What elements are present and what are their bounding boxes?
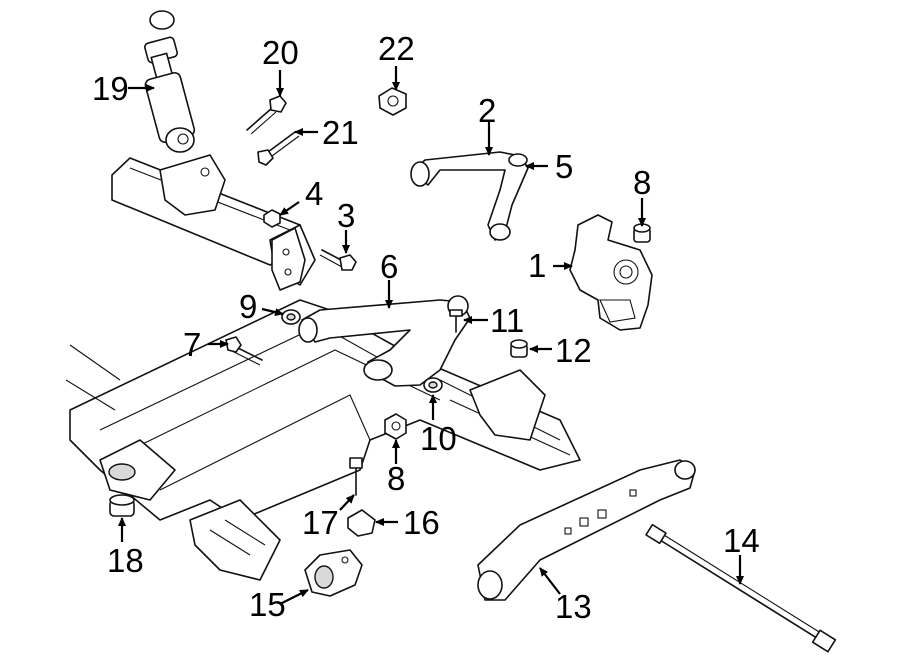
callout-11: 11	[490, 302, 524, 339]
callout-3: 3	[337, 197, 355, 234]
callout-6: 6	[380, 248, 398, 285]
nut-12	[510, 339, 528, 358]
callout-16: 16	[403, 504, 440, 541]
nut-8-lower	[384, 413, 407, 440]
bracket	[271, 227, 306, 291]
mount-15	[304, 549, 363, 597]
callout-5: 5	[555, 148, 573, 185]
callout-13: 13	[555, 588, 592, 625]
callout-8-lower: 8	[387, 460, 405, 497]
trailing-arm	[477, 459, 696, 601]
shock-absorber	[144, 10, 196, 153]
callout-19: 19	[92, 70, 129, 107]
bracket-16	[347, 509, 376, 537]
bolt-3	[319, 249, 357, 271]
callout-7: 7	[183, 326, 201, 363]
callout-8-upper: 8	[633, 164, 651, 201]
nut-4	[263, 209, 281, 228]
bolt-7	[225, 336, 263, 366]
bushing-18	[109, 494, 135, 517]
nut-8-upper	[633, 223, 651, 243]
lower-control-arm	[298, 295, 471, 387]
washer-9	[281, 309, 301, 325]
callout-2: 2	[478, 92, 496, 129]
callout-12: 12	[555, 332, 592, 369]
bolt-21	[257, 131, 300, 166]
steering-knuckle	[569, 214, 653, 331]
tie-rod	[645, 523, 837, 653]
callout-22: 22	[378, 30, 415, 67]
callout-labels: 1 2 3 4 5 6 7 8 8 9 10 11 12 13 14 15 16…	[92, 30, 760, 625]
callout-1: 1	[528, 247, 546, 284]
callout-17: 17	[302, 504, 339, 541]
callout-20: 20	[262, 34, 299, 71]
upper-control-arm	[410, 151, 529, 241]
nut-22	[378, 87, 407, 116]
callout-18: 18	[107, 542, 144, 579]
callout-10: 10	[420, 420, 457, 457]
bolt-20	[246, 95, 287, 135]
callout-21: 21	[322, 114, 359, 151]
callout-9: 9	[239, 288, 257, 325]
callout-leaders	[118, 66, 744, 605]
bolt-17	[349, 457, 363, 496]
callout-14: 14	[723, 522, 760, 559]
washer-10	[423, 377, 443, 393]
subframe-crossmember	[65, 299, 581, 581]
bolt-11	[449, 309, 463, 333]
callout-4: 4	[305, 175, 323, 212]
callout-15: 15	[249, 586, 286, 623]
